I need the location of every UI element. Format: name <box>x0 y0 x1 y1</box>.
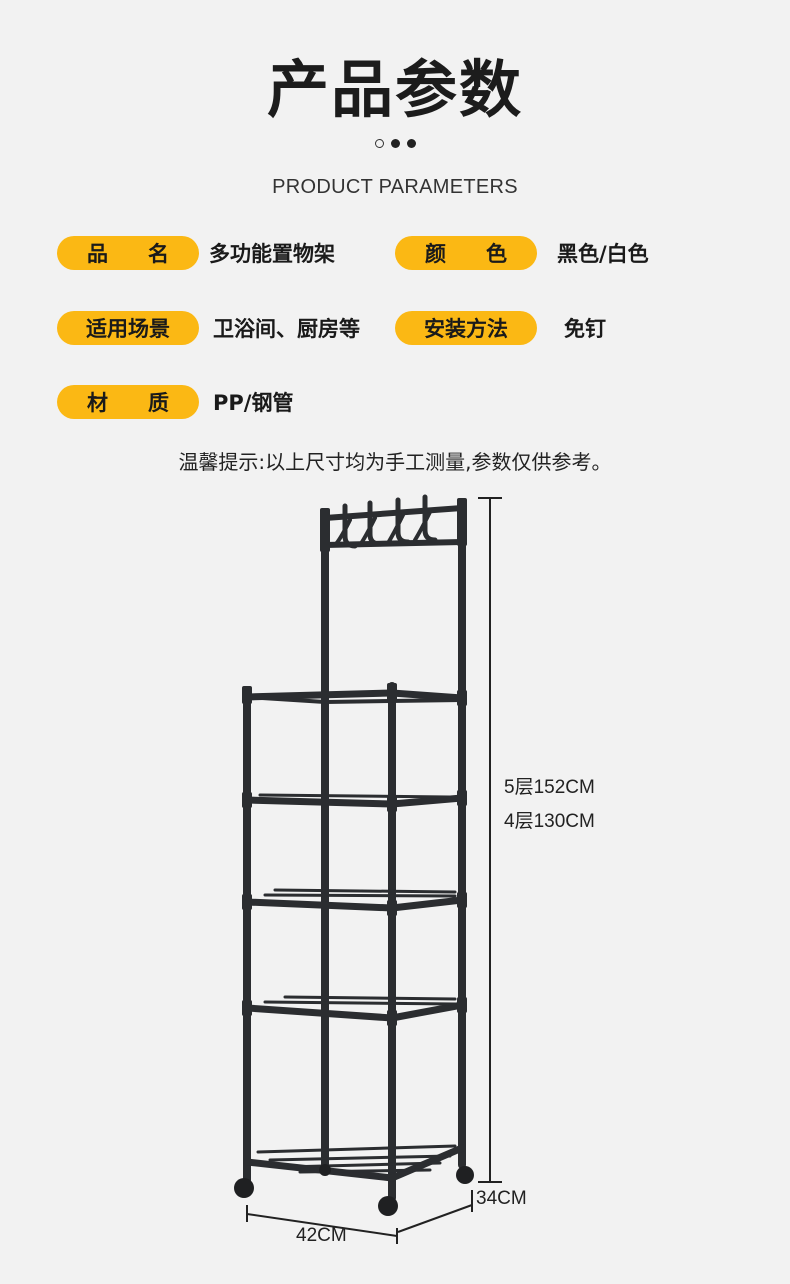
param-install-label: 安装方法 <box>395 311 537 345</box>
width-label: 42CM <box>296 1225 347 1246</box>
filled-dot-icon <box>390 139 400 148</box>
label-char: 质 <box>148 391 169 415</box>
height-4-tier-label: 4层130CM <box>504 811 595 832</box>
measurement-note: 温馨提示:以上尺寸均为手工测量,参数仅供参考。 <box>178 450 612 474</box>
label-char: 品 <box>87 242 108 266</box>
label-char: 颜 <box>425 242 446 266</box>
wheel-icon <box>234 1178 254 1198</box>
hook <box>358 516 377 547</box>
filled-dot-icon <box>406 139 416 148</box>
param-install-value: 免钉 <box>564 317 606 341</box>
label-char: 色 <box>486 242 507 266</box>
wheel-icon <box>456 1166 474 1184</box>
depth-label: 34CM <box>476 1188 527 1209</box>
param-scene-value: 卫浴间、厨房等 <box>213 317 360 341</box>
param-material: 材 质 PP/钢管 <box>57 385 293 419</box>
shelf-tier-1 <box>243 689 466 704</box>
hook <box>367 500 383 547</box>
param-color-value: 黑色/白色 <box>557 242 649 266</box>
hook <box>342 503 358 549</box>
param-scene-label: 适用场景 <box>57 311 199 345</box>
param-color: 颜 色 黑色/白色 <box>395 236 649 270</box>
param-color-label: 颜 色 <box>395 236 537 270</box>
label-char: 名 <box>148 242 169 266</box>
param-name-value: 多功能置物架 <box>209 242 335 266</box>
page-title: 产品参数 <box>266 53 523 126</box>
page-subtitle: PRODUCT PARAMETERS <box>272 176 518 198</box>
wheel-icon <box>319 1164 331 1176</box>
hook <box>422 494 438 543</box>
label-char: 材 <box>87 391 108 415</box>
shelf-tier-5 <box>243 1144 466 1182</box>
hook <box>333 518 352 547</box>
hook <box>386 513 405 545</box>
param-material-value: PP/钢管 <box>213 391 294 415</box>
shelf-tier-2 <box>243 793 466 808</box>
shelf-tier-4 <box>243 995 466 1022</box>
param-material-label: 材 质 <box>57 385 199 419</box>
param-name-label: 品 名 <box>57 236 199 270</box>
caster-wheels <box>234 1164 474 1216</box>
hook-bar-top <box>322 505 465 521</box>
param-scene: 适用场景 卫浴间、厨房等 <box>57 311 360 345</box>
hook <box>413 510 432 542</box>
shelf-tier-3 <box>243 888 466 912</box>
hollow-dot-icon <box>374 139 384 148</box>
height-5-tier-label: 5层152CM <box>504 777 595 798</box>
title-dots <box>0 139 790 148</box>
dimension-lines <box>246 497 502 1244</box>
param-install: 安装方法 免钉 <box>395 311 606 345</box>
param-name: 品 名 多功能置物架 <box>57 236 335 270</box>
wheel-icon <box>378 1196 398 1216</box>
hook <box>395 497 411 545</box>
